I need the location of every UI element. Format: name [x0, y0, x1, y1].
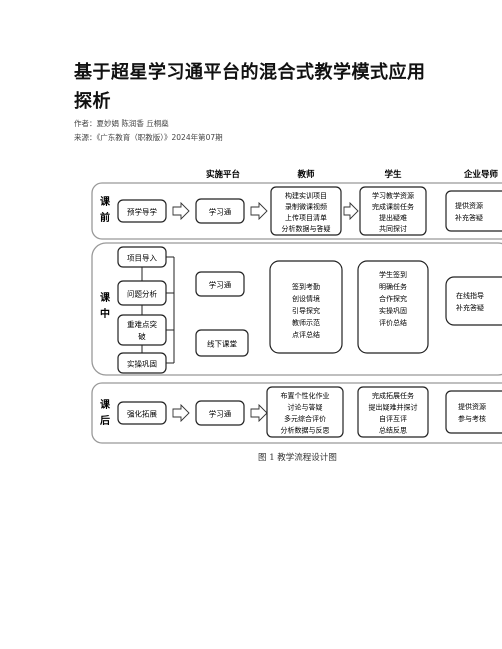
post-enterprise-box: [445, 390, 502, 434]
pre-teacher-line3: 上传项目清单: [285, 213, 327, 222]
in-teacher-line4: 教师示范: [292, 318, 320, 327]
in-enterprise-line1: 在线指导: [456, 291, 484, 300]
section-in-char1: 课: [100, 291, 111, 304]
flow-diagram: 实施平台 教师 学生 企业导师 课 前 课 中 课 后 预学导学 学习通 构建实…: [91, 169, 502, 444]
pre-student-line1: 学习教学资源: [372, 191, 414, 200]
section-pre-char2: 前: [100, 211, 110, 224]
pre-platform-label: 学习通: [209, 207, 232, 217]
article-authors: 作者：夏妙娟 陈润香 丘桐燊: [74, 119, 169, 128]
in-enterprise-box: [445, 276, 502, 326]
post-teacher-box: [266, 386, 344, 438]
figure-caption: 图 1 教学流程设计图: [258, 453, 337, 463]
header-teacher: 教师: [296, 169, 315, 180]
post-platform-label: 学习通: [209, 409, 232, 419]
section-in-char2: 中: [100, 307, 110, 320]
post-platform-box: [195, 400, 245, 426]
pre-step-box: [117, 199, 167, 223]
article-title-line2: 探析: [74, 91, 111, 112]
in-platform-online-label: 学习通: [209, 280, 232, 290]
post-arrow-1: [172, 403, 190, 423]
pre-enterprise-box: [445, 190, 502, 232]
post-step-box: [117, 401, 167, 425]
section-post-char2: 后: [100, 414, 110, 427]
in-step-label-4: 实操巩固: [127, 359, 157, 369]
post-arrow-2: [250, 403, 268, 423]
article-source: 来源：《广东教育（职教版）》2024年第07期: [74, 133, 223, 142]
in-teacher-line3: 引导探究: [292, 306, 320, 315]
pre-student-line4: 共同探讨: [379, 224, 407, 233]
post-teacher-line3: 多元综合评价: [284, 414, 326, 423]
post-student-line4: 总结反思: [379, 426, 407, 435]
section-post-char1: 课: [100, 398, 111, 411]
pre-step-label: 预学导学: [127, 207, 157, 217]
pre-teacher-line1: 构建实训项目: [285, 191, 327, 200]
in-student-line1: 学生签到: [379, 270, 407, 279]
header-platform: 实施平台: [206, 169, 241, 180]
in-student-line5: 评价总结: [379, 318, 407, 327]
post-teacher-line4: 分析数据与反思: [281, 426, 330, 435]
in-teacher-line5: 点评总结: [292, 330, 320, 339]
pre-platform-box: [195, 198, 245, 224]
post-enterprise-line2: 参与考核: [458, 414, 486, 423]
in-student-line2: 明确任务: [379, 282, 407, 291]
header-enterprise: 企业导师: [463, 169, 499, 180]
pre-arrow-1: [172, 201, 190, 221]
post-student-box: [357, 386, 429, 438]
post-teacher-line2: 讨论与答疑: [288, 403, 323, 412]
article-title-line1: 基于超星学习通平台的混合式教学模式应用: [74, 62, 426, 83]
post-student-line1: 完成拓展任务: [372, 391, 414, 400]
pre-teacher-box: [270, 186, 342, 236]
header-student: 学生: [384, 169, 402, 180]
pre-student-box: [359, 186, 427, 236]
in-platform-online-box: [195, 271, 245, 297]
section-pre-char1: 课: [100, 195, 111, 208]
post-student-line2: 提出疑难并探讨: [369, 403, 418, 412]
post-step-label: 强化拓展: [127, 409, 157, 419]
pre-teacher-line4: 分析数据与答疑: [282, 224, 331, 233]
in-step-label-3b: 破: [138, 331, 146, 341]
in-student-line4: 实操巩固: [379, 306, 407, 315]
in-teacher-box: [269, 260, 343, 354]
pre-student-line2: 完成课前任务: [372, 202, 414, 211]
pre-enterprise-line2: 补充答疑: [455, 213, 483, 222]
in-platform-offline-label: 线下课堂: [207, 339, 237, 349]
post-teacher-line1: 布置个性化作业: [281, 391, 330, 400]
pre-enterprise-line1: 提供资源: [455, 201, 483, 210]
pre-student-line3: 提出疑难: [379, 213, 407, 222]
pre-teacher-line2: 录制微课视频: [285, 202, 327, 211]
in-step-label-3a: 重难点突: [127, 319, 157, 329]
in-teacher-line1: 签到考勤: [292, 282, 320, 291]
in-step-label-2: 问题分析: [127, 289, 157, 299]
pre-arrow-3: [343, 201, 359, 221]
article-title: 基于超星学习通平台的混合式教学模式应用 探析: [74, 58, 454, 116]
in-platform-offline-box: [195, 329, 249, 357]
teaching-flow-figure: 实施平台 教师 学生 企业导师 课 前 课 中 课 后 预学导学 学习通 构建实…: [88, 165, 502, 455]
post-enterprise-line1: 提供资源: [458, 402, 486, 411]
in-student-box: [357, 260, 429, 354]
pre-arrow-2: [250, 201, 268, 221]
in-step-label-1: 项目导入: [127, 254, 157, 263]
in-teacher-line2: 创设情境: [292, 294, 320, 303]
post-student-line3: 自评互评: [379, 414, 407, 423]
in-enterprise-line2: 补充答疑: [456, 303, 484, 312]
in-student-line3: 合作探究: [379, 294, 407, 303]
